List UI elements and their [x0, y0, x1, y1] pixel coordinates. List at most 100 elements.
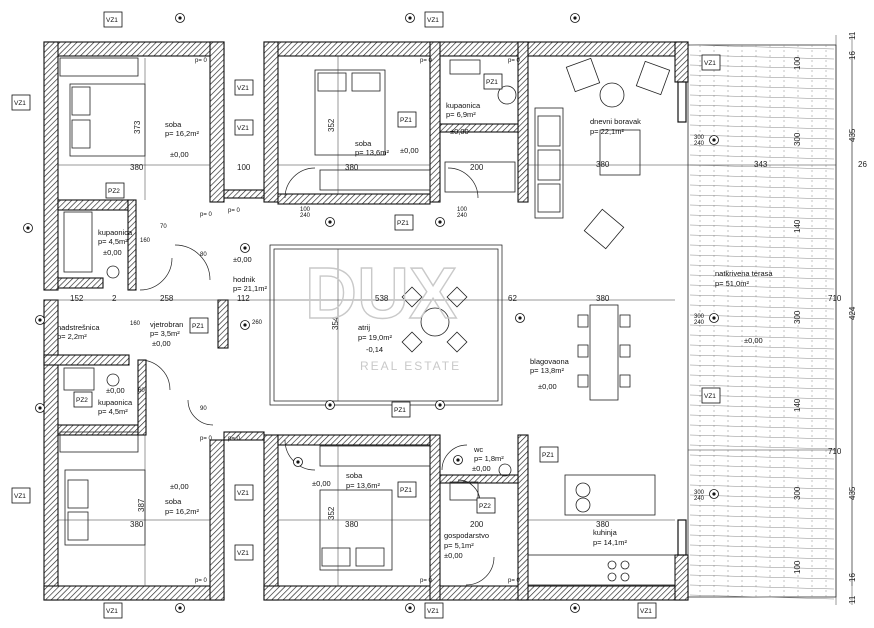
tag-box — [103, 11, 123, 28]
tag-box — [424, 11, 444, 28]
annotations: p= 0 p= 0 p= 0 p= 0 p= 0 p= 0 p= 0 p= 0 … — [130, 58, 705, 584]
terrace-paving-line — [689, 514, 835, 520]
window-height: 100 — [457, 207, 468, 213]
room-name-kupaonica-n: kupaonica — [446, 101, 481, 110]
tag-box — [189, 317, 209, 334]
room-level-soba-nw: ±0,00 — [170, 150, 189, 159]
dim-label: 343 — [754, 160, 768, 169]
terrace-paving-line — [689, 44, 835, 50]
marker-dot-icon — [408, 16, 412, 20]
tag-label: VZ1 — [427, 17, 439, 24]
door-width: 80 — [200, 252, 207, 258]
level-mark: p= 0 — [200, 436, 213, 442]
tag-box — [73, 391, 93, 408]
atrium — [269, 244, 503, 406]
level-mark: p= 0 — [200, 212, 213, 218]
dim-label: 373 — [133, 120, 142, 134]
tag-label: VZ1 — [106, 17, 118, 24]
terrace-paving-line — [689, 544, 835, 550]
marker-dot-icon — [178, 16, 182, 20]
dim-label: 140 — [793, 219, 802, 233]
dim-label: 380 — [130, 520, 144, 529]
terrace-paving-line — [689, 234, 835, 240]
terrace-paving-line — [689, 294, 835, 300]
tag-box — [234, 119, 254, 136]
marker-dot-icon — [438, 403, 442, 407]
watermark-subtitle: REAL ESTATE — [360, 359, 461, 373]
room-name-kuhinja: kuhinja — [593, 528, 618, 537]
room-name-soba-nw: soba — [165, 120, 182, 129]
marker-dot-icon — [328, 220, 332, 224]
room-level-kupaonica-n: ±0,00 — [450, 127, 469, 136]
tag-label: PZ1 — [192, 323, 204, 330]
tag-box — [11, 487, 31, 504]
dimension-numbers: 380 100 380 200 380 343 26 152 2 258 112… — [70, 31, 867, 604]
room-area-soba-nw: p= 16,2m² — [165, 129, 199, 138]
room-area-kuhinja: p= 14,1m² — [593, 538, 627, 547]
window-height: 240 — [694, 141, 705, 147]
dim-label: 258 — [160, 294, 174, 303]
window-height: 300 — [694, 135, 705, 141]
door-width: 160 — [140, 238, 151, 244]
dim-label: 11 — [848, 595, 857, 604]
dim-label: 200 — [470, 520, 484, 529]
terrace-paving-line — [689, 364, 835, 370]
dim-label: 11 — [848, 31, 857, 40]
dim-label: 538 — [375, 294, 389, 303]
marker-dot-icon — [296, 460, 300, 464]
tag-label: VZ1 — [704, 60, 716, 67]
tag-label: PZ1 — [400, 117, 412, 124]
room-name-wc: wc — [473, 445, 483, 454]
room-level-vjetrobran: ±0,00 — [152, 339, 171, 348]
dim-label: 352 — [327, 506, 336, 520]
room-level-kupaonica-w1: ±0,00 — [103, 248, 122, 257]
level-mark: p= 0 — [508, 58, 521, 64]
terrace-paving-line — [689, 214, 835, 220]
terrace-paving-line — [689, 224, 835, 230]
walls — [43, 41, 689, 601]
terrace-paving-line — [689, 324, 835, 330]
terrace-paving-line — [689, 104, 835, 110]
tag-box — [424, 602, 444, 619]
room-area-wc: p= 1,8m² — [474, 454, 504, 463]
room-name-soba-s: soba — [346, 471, 363, 480]
room-level-wc: ±0,00 — [472, 464, 491, 473]
room-area-nadstresnica: p= 2,2m² — [57, 332, 87, 341]
marker-dot-icon — [438, 220, 442, 224]
dim-label: 380 — [596, 294, 610, 303]
marker-dot-icon — [712, 316, 716, 320]
dim-label: 352 — [327, 118, 336, 132]
room-name-gospodarstvo: gospodarstvo — [444, 531, 489, 540]
tag-label: VZ1 — [237, 125, 249, 132]
tag-box — [476, 497, 496, 514]
marker-dot-icon — [712, 492, 716, 496]
terrace-paving-line — [689, 124, 835, 130]
window-height: 260 — [252, 320, 263, 326]
room-area-vjetrobran: p= 3,5m² — [150, 329, 180, 338]
room-area-gospodarstvo: p= 5,1m² — [444, 541, 474, 550]
marker-dot-icon — [328, 403, 332, 407]
room-name-dnevni: dnevni boravak — [590, 117, 641, 126]
room-name-soba-n: soba — [355, 139, 372, 148]
level-mark: p= 0 — [195, 578, 208, 584]
terrace-paving-line — [689, 474, 835, 480]
level-mark: p= 0 — [508, 578, 521, 584]
dim-label: 380 — [596, 520, 610, 529]
dim-label: 300 — [793, 132, 802, 146]
terrace-paving-line — [689, 254, 835, 260]
terrace-paving-line — [689, 304, 835, 310]
terrace-paving-line — [689, 504, 835, 510]
window-height: 240 — [694, 496, 705, 502]
terrace-paving-line — [689, 94, 835, 100]
marker-dot-icon — [38, 318, 42, 322]
dim-label: 300 — [793, 310, 802, 324]
window-height: 300 — [694, 490, 705, 496]
door-width: 90 — [200, 406, 207, 412]
dim-label: 16 — [848, 51, 857, 60]
dim-label: 100 — [793, 560, 802, 574]
marker-dot-icon — [243, 323, 247, 327]
marker-dot-icon — [26, 226, 30, 230]
room-area-blagovaona: p= 13,8m² — [530, 366, 564, 375]
room-area-soba-n: p= 13,6m² — [355, 148, 389, 157]
